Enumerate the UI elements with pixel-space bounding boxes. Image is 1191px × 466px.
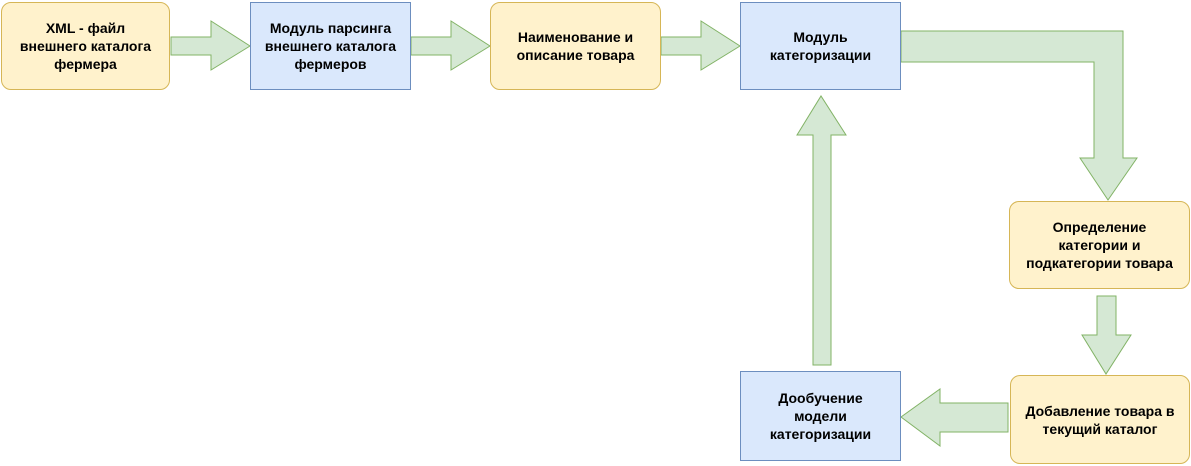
- node-name-description: Наименование и описание товара: [490, 2, 661, 90]
- arrow-name-to-categorization: [660, 20, 741, 71]
- arrow-parser-to-name: [410, 20, 491, 71]
- arrow-categorization-to-definition: [900, 30, 1138, 201]
- node-category-definition-label: Определение категории и подкатегории тов…: [1026, 219, 1173, 271]
- node-category-definition: Определение категории и подкатегории тов…: [1009, 201, 1190, 289]
- node-add-product: Добавление товара в текущий каталог: [1010, 375, 1190, 464]
- node-xml-file: XML - файл внешнего каталога фермера: [1, 2, 170, 90]
- node-add-product-label: Добавление товара в текущий каталог: [1025, 402, 1175, 437]
- node-retrain-model-label: Дообучение модели категоризации: [769, 390, 872, 442]
- node-categorization-module-label: Модуль категоризации: [769, 29, 872, 63]
- node-parser-module-label: Модуль парсинга внешнего каталога фермер…: [264, 20, 397, 72]
- node-parser-module: Модуль парсинга внешнего каталога фермер…: [250, 2, 411, 90]
- node-retrain-model: Дообучение модели категоризации: [740, 371, 901, 461]
- node-categorization-module: Модуль категоризации: [740, 2, 901, 90]
- node-xml-file-label: XML - файл внешнего каталога фермера: [19, 20, 152, 72]
- arrow-add-to-retrain: [900, 388, 1009, 447]
- arrow-definition-to-add: [1081, 295, 1132, 375]
- arrow-xml-to-parser: [170, 20, 251, 71]
- arrow-retrain-to-categorization: [796, 95, 847, 366]
- node-name-description-label: Наименование и описание товара: [516, 29, 635, 63]
